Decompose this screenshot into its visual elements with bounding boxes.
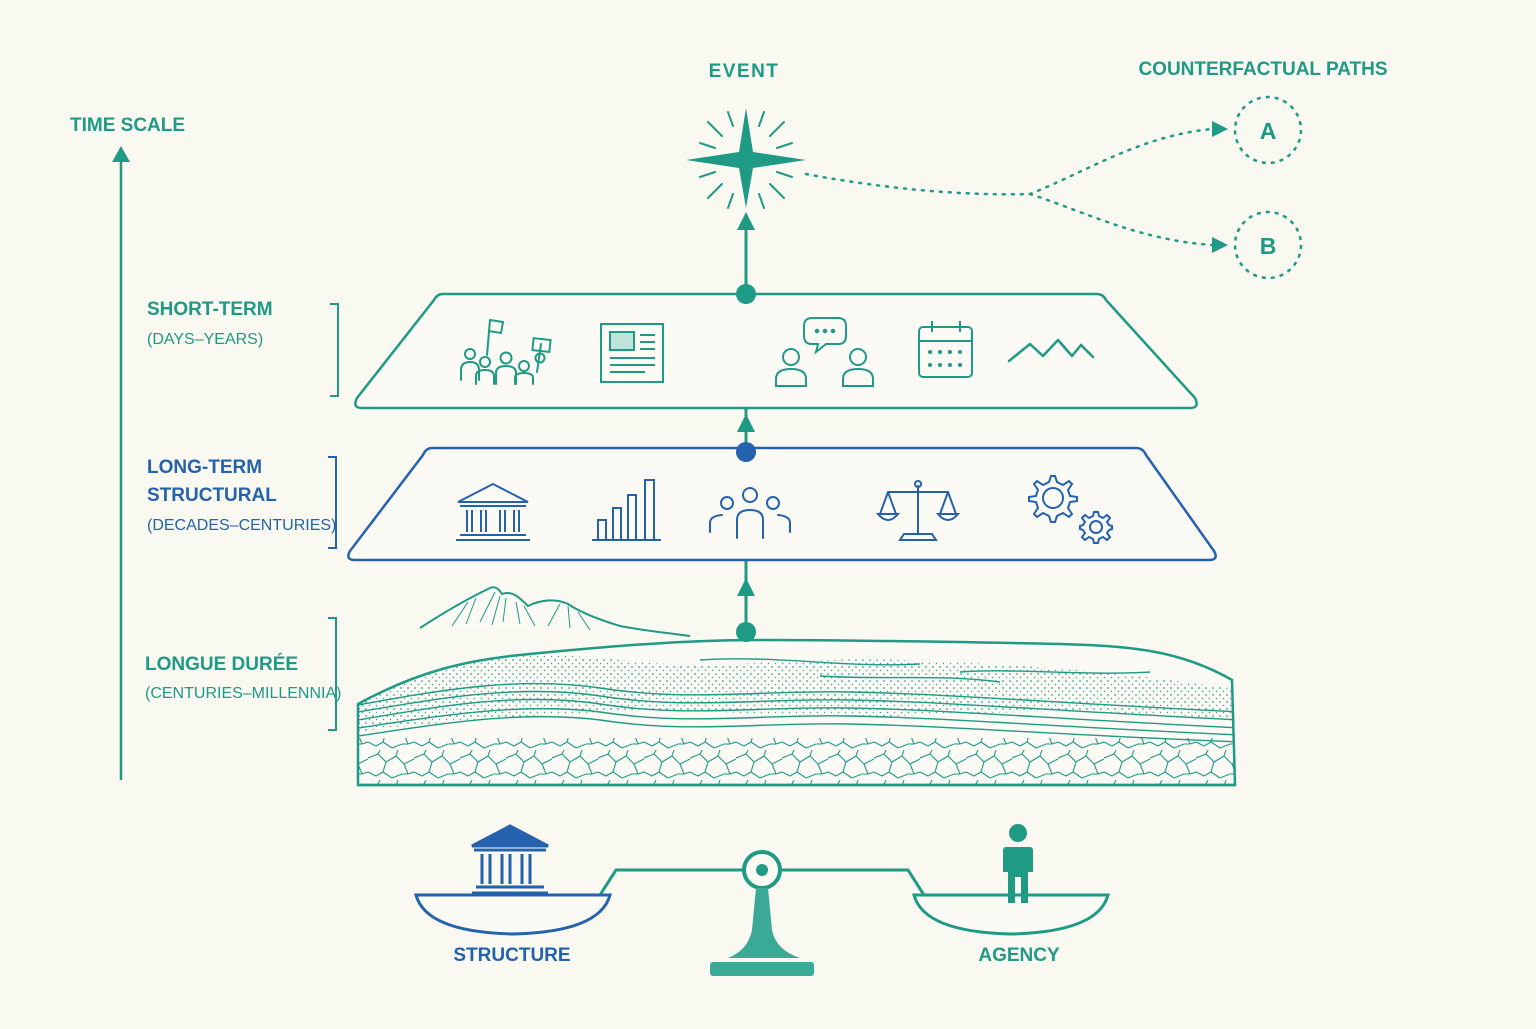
path-b-arrow-icon bbox=[1212, 237, 1228, 253]
institution-icon bbox=[456, 482, 530, 541]
counterfactual-label: COUNTERFACTUAL PATHS bbox=[1138, 59, 1387, 80]
long-term-bracket bbox=[328, 456, 337, 549]
counterfactual-path-b bbox=[1028, 192, 1214, 247]
calendar-icon bbox=[918, 321, 973, 378]
path-b-circle bbox=[1233, 210, 1303, 280]
structure-building-icon bbox=[471, 824, 549, 895]
zigzag-trend-icon bbox=[1007, 338, 1095, 363]
path-b-label: B bbox=[1260, 233, 1277, 259]
bar-chart-icon bbox=[592, 479, 661, 541]
structure-label: STRUCTURE bbox=[453, 945, 570, 966]
population-group-icon bbox=[709, 487, 791, 539]
long-term-label-group: LONG-TERM STRUCTURAL (DECADES–CENTURIES) bbox=[147, 456, 337, 549]
long-term-title-line2: STRUCTURAL bbox=[147, 485, 277, 506]
causal-axis bbox=[737, 212, 755, 632]
short-term-label-group: SHORT-TERM (DAYS–YEARS) bbox=[147, 299, 339, 397]
path-a-label: A bbox=[1260, 118, 1277, 144]
axis-arrow-icon bbox=[112, 146, 130, 162]
balance-stand bbox=[728, 888, 800, 958]
short-term-range: (DAYS–YEARS) bbox=[147, 331, 263, 348]
path-a-circle bbox=[1233, 95, 1303, 165]
short-term-layer bbox=[354, 292, 1198, 410]
agency-label: AGENCY bbox=[978, 945, 1060, 966]
longue-duree-layer bbox=[356, 586, 1237, 787]
newspaper-icon bbox=[600, 323, 664, 383]
up-arrow-icon bbox=[737, 414, 755, 432]
conversation-icon bbox=[775, 317, 874, 387]
longue-duree-title: LONGUE DURÉE bbox=[145, 653, 298, 675]
event-star-icon bbox=[686, 108, 806, 209]
short-term-bracket bbox=[330, 303, 339, 397]
balance-scale: STRUCTURE AGENCY bbox=[414, 824, 1110, 976]
event-group: EVENT bbox=[686, 61, 806, 209]
up-arrow-icon bbox=[737, 578, 755, 596]
longue-duree-bracket bbox=[328, 617, 337, 731]
longue-duree-label-group: LONGUE DURÉE (CENTURIES–MILLENNIA) bbox=[145, 617, 341, 731]
time-scale-axis: TIME SCALE bbox=[70, 115, 185, 780]
mountain-ridge bbox=[419, 586, 691, 637]
time-scale-label: TIME SCALE bbox=[70, 115, 185, 136]
agency-person-icon bbox=[1003, 824, 1033, 903]
path-a-arrow-icon bbox=[1212, 121, 1228, 137]
short-term-node bbox=[736, 284, 756, 304]
long-term-node bbox=[736, 442, 756, 462]
gears-icon bbox=[1028, 475, 1113, 544]
counterfactual-path-a bbox=[804, 127, 1214, 196]
counterfactual-group: COUNTERFACTUAL PATHS A B bbox=[804, 59, 1388, 280]
longue-duree-range: (CENTURIES–MILLENNIA) bbox=[145, 685, 341, 702]
event-label: EVENT bbox=[709, 61, 780, 82]
long-term-range: (DECADES–CENTURIES) bbox=[147, 517, 336, 534]
agency-pan bbox=[912, 893, 1110, 936]
longue-duree-node bbox=[736, 622, 756, 642]
long-term-layer bbox=[347, 446, 1217, 562]
protest-crowd-icon bbox=[460, 319, 552, 385]
up-arrow-icon bbox=[737, 212, 755, 230]
structure-pan bbox=[414, 893, 612, 936]
short-term-title: SHORT-TERM bbox=[147, 299, 273, 320]
justice-scales-icon bbox=[875, 480, 961, 541]
long-term-title-line1: LONG-TERM bbox=[147, 457, 262, 478]
